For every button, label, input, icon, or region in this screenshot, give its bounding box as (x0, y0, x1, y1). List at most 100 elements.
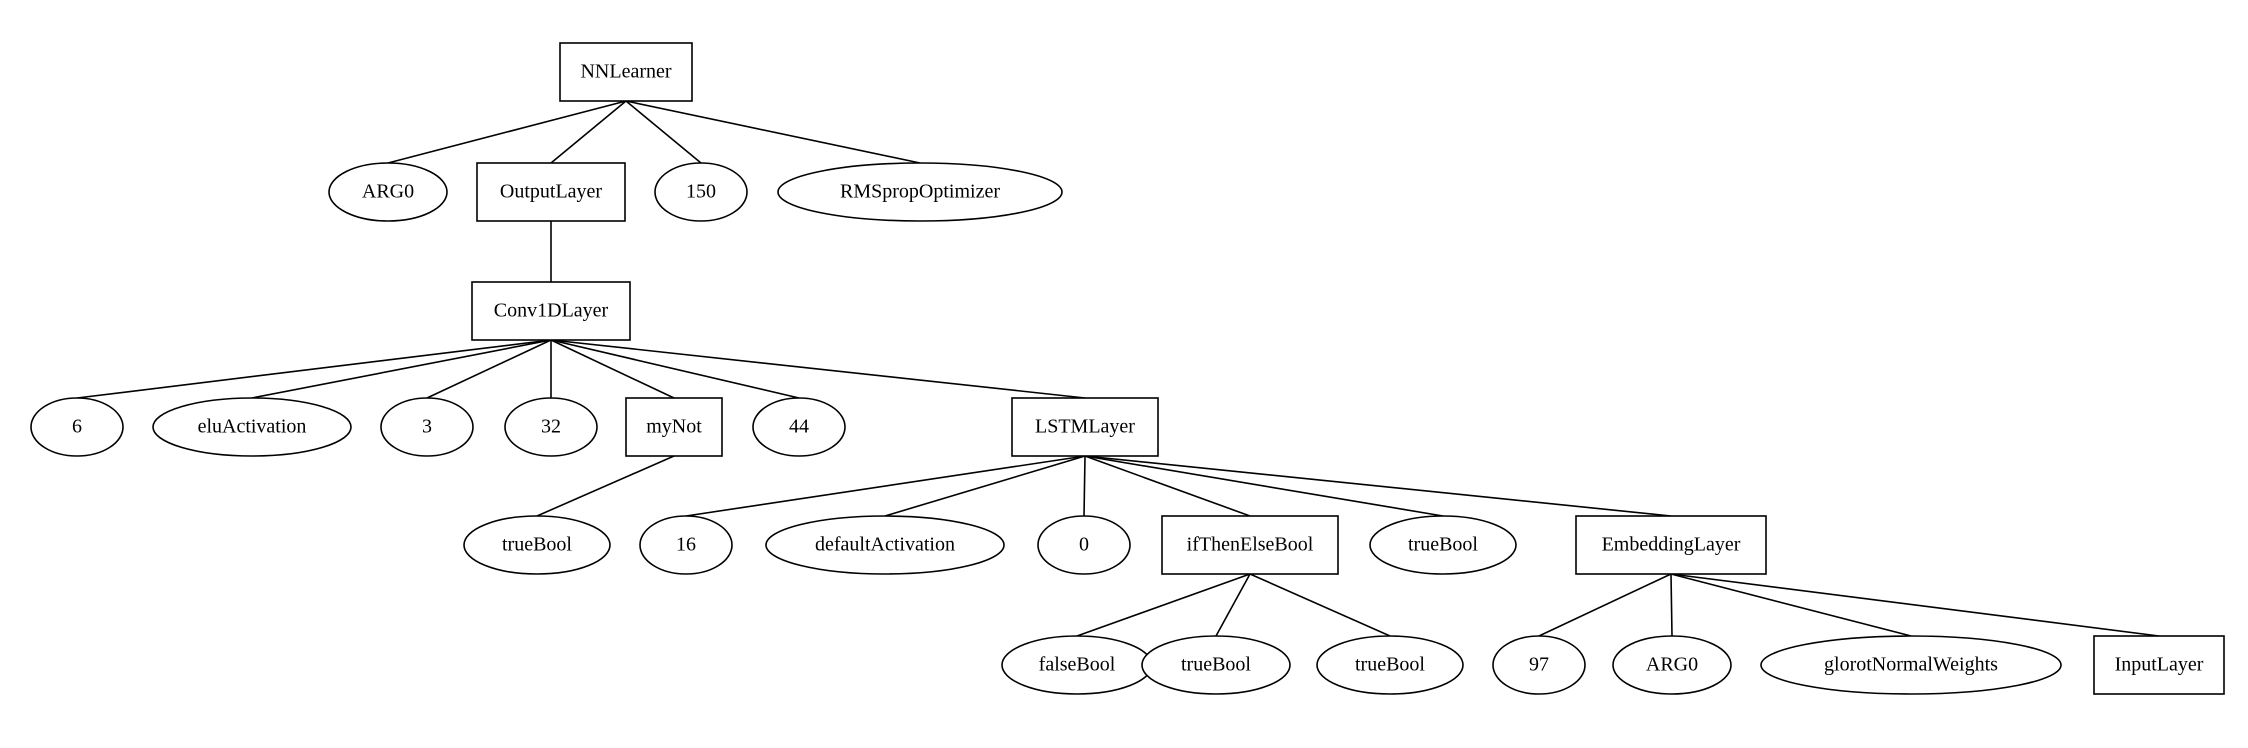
node-label: 44 (789, 416, 809, 438)
node-true-bool: trueBool (1369, 515, 1517, 575)
node-label: ifThenElseBool (1187, 534, 1314, 556)
edge-n13-n16 (884, 455, 1086, 517)
edge-n1-n5 (625, 100, 921, 164)
edge-n18-n21 (1076, 573, 1251, 637)
node-ellipse (380, 397, 474, 457)
edge-n6-n11 (550, 339, 675, 399)
node-arg0: ARG0 (328, 162, 448, 222)
node-default-activation: defaultActivation (765, 515, 1005, 575)
node-label: eluActivation (198, 416, 307, 438)
node-if-then-else-bool: ifThenElseBool (1161, 515, 1339, 575)
node-box (476, 162, 626, 222)
edge-n6-n12 (550, 339, 800, 399)
edge-n13-n20 (1084, 455, 1672, 517)
node-ellipse (639, 515, 733, 575)
node-6: 6 (30, 397, 124, 457)
node-true-bool: trueBool (463, 515, 611, 575)
node-nnlearner: NNLearner (559, 42, 693, 102)
node-label: ARG0 (1646, 654, 1698, 676)
node-ellipse (1369, 515, 1517, 575)
node-16: 16 (639, 515, 733, 575)
node-box (559, 42, 693, 102)
node-ellipse (1760, 635, 2062, 695)
node-ellipse (752, 397, 846, 457)
node-ellipse (1492, 635, 1586, 695)
edge-n11-n14 (536, 455, 675, 517)
node-ellipse (1316, 635, 1464, 695)
node-box (471, 281, 631, 341)
node-label: NNLearner (580, 61, 671, 83)
node-97: 97 (1492, 635, 1586, 695)
node-label: ARG0 (362, 181, 414, 203)
node-label: 32 (541, 416, 561, 438)
node-label: 16 (676, 534, 696, 556)
edge-n1-n2 (387, 100, 627, 164)
node-ellipse (1141, 635, 1291, 695)
node-label: OutputLayer (500, 181, 603, 203)
node-label: glorotNormalWeights (1824, 654, 1998, 676)
edge-n20-n25 (1670, 573, 1673, 637)
node-ellipse (654, 162, 748, 222)
node-arg0: ARG0 (1612, 635, 1732, 695)
edge-n20-n26 (1670, 573, 1912, 637)
node-label: trueBool (1181, 654, 1251, 676)
node-label: 150 (686, 181, 716, 203)
node-ellipse (152, 397, 352, 457)
edge-n13-n19 (1084, 455, 1444, 517)
node-label: 0 (1079, 534, 1089, 556)
node-label: LSTMLayer (1035, 416, 1135, 438)
node-false-bool: falseBool (1001, 635, 1153, 695)
node-label: myNot (646, 416, 702, 438)
node-ellipse (463, 515, 611, 575)
node-label: Conv1DLayer (494, 300, 609, 322)
node-box (1161, 515, 1339, 575)
node-rmsprop-optimizer: RMSpropOptimizer (777, 162, 1063, 222)
edge-n13-n17 (1083, 455, 1086, 517)
node-embedding-layer: EmbeddingLayer (1575, 515, 1767, 575)
node-3: 3 (380, 397, 474, 457)
node-ellipse (328, 162, 448, 222)
node-ellipse (1037, 515, 1131, 575)
node-label: EmbeddingLayer (1602, 534, 1741, 556)
node-label: 97 (1529, 654, 1549, 676)
node-box (625, 397, 723, 457)
node-label: falseBool (1039, 654, 1116, 676)
node-ellipse (777, 162, 1063, 222)
node-0: 0 (1037, 515, 1131, 575)
edge-n20-n27 (1670, 573, 2160, 637)
node-32: 32 (504, 397, 598, 457)
node-input-layer: InputLayer (2093, 635, 2225, 695)
edge-n6-n8 (251, 339, 552, 399)
node-label: trueBool (1408, 534, 1478, 556)
edge-n20-n24 (1538, 573, 1672, 637)
node-label: defaultActivation (815, 534, 955, 556)
node-glorot-normal-weights: glorotNormalWeights (1760, 635, 2062, 695)
edge-n1-n3 (550, 100, 627, 164)
node-conv1-dlayer: Conv1DLayer (471, 281, 631, 341)
node-44: 44 (752, 397, 846, 457)
node-my-not: myNot (625, 397, 723, 457)
node-ellipse (1612, 635, 1732, 695)
node-label: 6 (72, 416, 82, 438)
node-true-bool: trueBool (1316, 635, 1464, 695)
node-box (1011, 397, 1159, 457)
edge-n6-n13 (550, 339, 1086, 399)
edge-n13-n15 (685, 455, 1086, 517)
node-true-bool: trueBool (1141, 635, 1291, 695)
node-label: RMSpropOptimizer (840, 181, 1000, 203)
node-label: trueBool (502, 534, 572, 556)
node-ellipse (504, 397, 598, 457)
node-box (1575, 515, 1767, 575)
node-lstmlayer: LSTMLayer (1011, 397, 1159, 457)
edge-layer (76, 100, 2160, 637)
node-ellipse (30, 397, 124, 457)
node-label: InputLayer (2115, 654, 2204, 676)
node-elu-activation: eluActivation (152, 397, 352, 457)
edge-n6-n7 (76, 339, 552, 399)
node-label: 3 (422, 416, 432, 438)
node-box (2093, 635, 2225, 695)
edge-n18-n22 (1215, 573, 1251, 637)
edge-n1-n4 (625, 100, 702, 164)
